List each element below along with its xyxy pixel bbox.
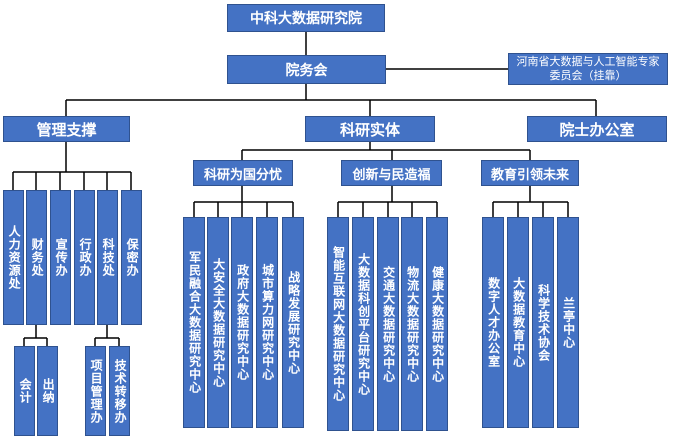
unit-project-mgmt: 项目管理办: [85, 346, 106, 436]
center-big-security: 大安全大数据研究中心: [207, 217, 229, 428]
unit-tech: 科技处: [97, 190, 118, 325]
center-strategy: 战略发展研究中心: [282, 217, 304, 428]
unit-publicity: 宣传办: [50, 190, 71, 325]
unit-cashier: 出纳: [37, 346, 58, 436]
committee-node: 河南省大数据与人工智能专家委员会（挂靠）: [508, 53, 668, 85]
branch-research: 科研实体: [305, 116, 435, 142]
top-node: 中科大数据研究院: [227, 4, 385, 32]
assoc-sci-tech: 科学技术协会: [532, 217, 554, 428]
center-military-civil: 军民融合大数据研究中心: [183, 217, 205, 428]
unit-accounting: 会计: [14, 346, 35, 436]
unit-security: 保密办: [121, 190, 142, 325]
unit-admin: 行政办: [74, 190, 95, 325]
unit-finance: 财务处: [26, 190, 47, 325]
group-education: 教育引领未来: [481, 160, 579, 186]
center-transport: 交通大数据研究中心: [377, 217, 399, 431]
branch-management: 管理支撑: [3, 116, 130, 142]
center-education: 大数据教育中心: [507, 217, 529, 428]
center-lanting: 兰亭中心: [557, 217, 579, 428]
center-smart-internet: 智能互联网大数据研究中心: [327, 217, 349, 431]
center-government: 政府大数据研究中心: [231, 217, 253, 428]
council-node: 院务会: [227, 55, 386, 84]
unit-tech-transfer: 技术转移办: [109, 346, 130, 436]
branch-academician: 院士办公室: [527, 116, 667, 142]
unit-hr: 人力资源处: [3, 190, 24, 325]
group-national: 科研为国分忧: [193, 160, 293, 186]
office-digital-talent: 数字人才办公室: [482, 217, 504, 428]
center-sci-platform: 大数据科创平台研究中心: [352, 217, 374, 431]
center-city-computing: 城市算力网研究中心: [256, 217, 278, 428]
center-logistics: 物流大数据研究中心: [401, 217, 423, 431]
center-health: 健康大数据研究中心: [426, 217, 448, 431]
group-innovation: 创新与民造福: [341, 160, 442, 186]
